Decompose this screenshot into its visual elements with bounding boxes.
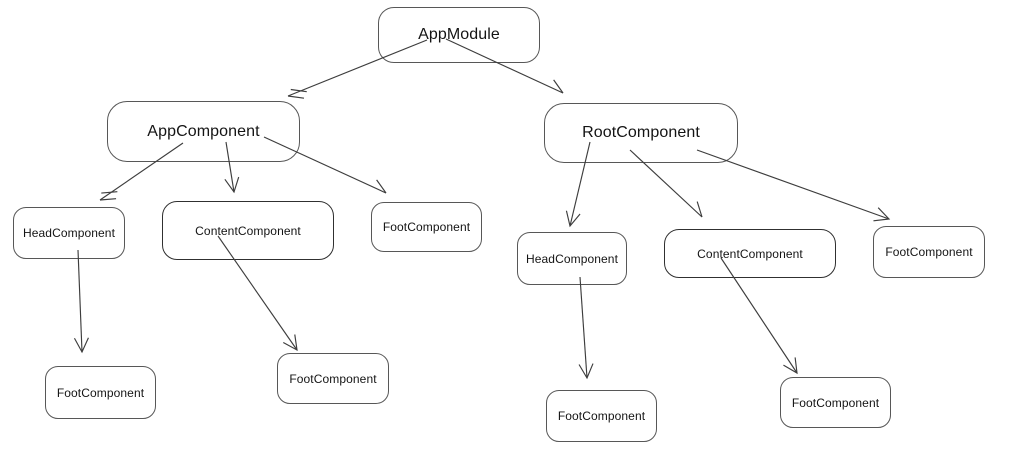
node-label-root-component: RootComponent — [582, 124, 700, 141]
node-label-foot-left: FootComponent — [382, 220, 471, 234]
node-head-left: HeadComponent — [13, 207, 125, 259]
node-head-right: HeadComponent — [517, 232, 627, 285]
node-app-module: AppModule — [378, 7, 540, 63]
node-foot-right: FootComponent — [873, 226, 985, 278]
node-label-foot-content-right: FootComponent — [791, 395, 880, 410]
node-label-content-left: ContentComponent — [195, 223, 301, 238]
node-foot-head-left: FootComponent — [45, 366, 156, 419]
node-foot-head-right: FootComponent — [546, 390, 657, 442]
node-foot-content-left: FootComponent — [277, 353, 389, 404]
node-label-head-right: HeadComponent — [525, 251, 619, 266]
node-label-foot-head-left: FootComponent — [56, 385, 145, 400]
edge-head-right-to-foot-head-right — [578, 276, 594, 380]
node-label-foot-content-left: FootComponent — [289, 371, 377, 386]
node-label-head-left: HeadComponent — [22, 226, 116, 240]
node-label-app-module: AppModule — [418, 26, 500, 43]
node-label-foot-right: FootComponent — [885, 245, 973, 259]
node-app-component: AppComponent — [107, 101, 300, 162]
node-root-component: RootComponent — [544, 103, 738, 163]
node-foot-content-right: FootComponent — [780, 377, 891, 428]
edge-head-left-to-foot-head-left — [73, 249, 89, 354]
node-content-right: ContentComponent — [664, 229, 836, 278]
node-foot-left: FootComponent — [371, 202, 482, 252]
node-content-left: ContentComponent — [162, 201, 334, 260]
node-label-foot-head-right: FootComponent — [557, 409, 646, 423]
node-label-content-right: ContentComponent — [697, 246, 803, 261]
node-label-app-component: AppComponent — [147, 122, 260, 140]
